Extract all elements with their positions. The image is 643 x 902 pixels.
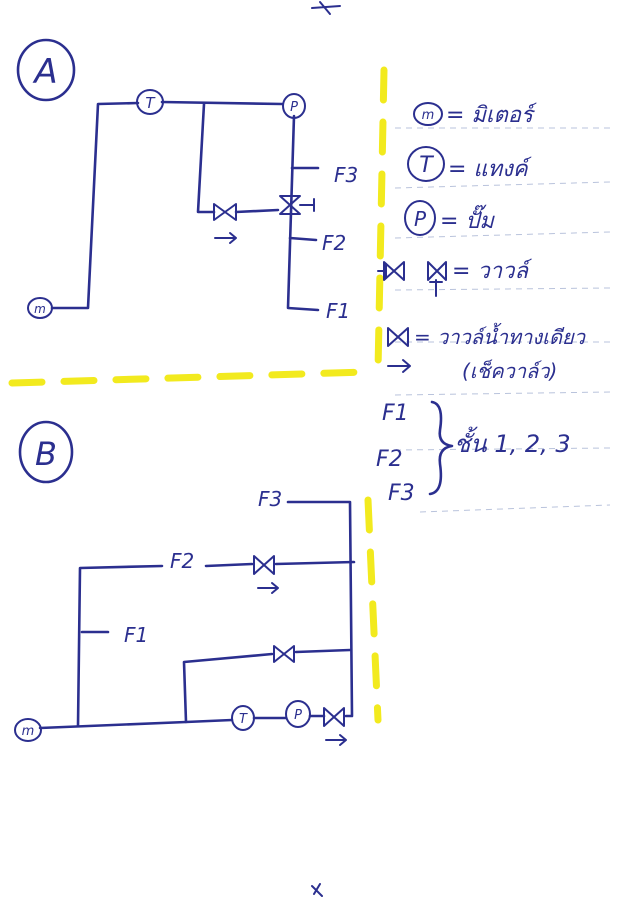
legend-pump-text: = ปั๊ม [440,204,495,234]
highlighter-divider [8,66,388,724]
legend-check-valve-text-2: (เช็ควาล์ว) [462,359,557,383]
legend-valve-text: = วาวล์ [452,258,533,284]
section-a-circle [16,38,76,102]
pipe-b-loop [182,652,274,724]
legend-check-valve-icon [387,327,411,373]
section-a-label: A [32,52,57,92]
stray-mark-bottom [311,883,323,897]
check-valve-a [213,203,237,244]
tank-a [136,89,164,115]
motor-b [14,718,42,742]
motor-b-symbol: m [22,724,35,739]
legend-tank-symbol-circle [407,146,445,182]
motor-a [27,297,53,319]
pipe-a-bypass [196,102,216,214]
pipe-b-branch-f1-f2 [76,564,164,728]
legend-pump-symbol: P [414,207,427,231]
pipe-b-f2-left [204,562,254,568]
motor-a-symbol: m [34,302,46,316]
legend-motor-text: = มิเตอร์ [446,102,538,128]
legend-floor-2: F2 [376,447,403,472]
legend: m = มิเตอร์ T = แทงค์ P = ปั๊ม = วาวล์ =… [376,102,587,506]
stray-mark-top [311,1,341,15]
legend-floor-1: F1 [382,401,409,426]
pump-a [282,93,306,119]
pipe-b-riser [286,500,354,718]
notebook-rules [394,127,611,513]
diagram-a: A m T P F3 F2 F1 [16,38,358,323]
tank-b-symbol: T [239,712,248,727]
legend-check-valve-text-1: = วาวล์น้ำทางเดียว [414,322,587,349]
tank-a-symbol: T [145,94,156,112]
legend-tank-symbol: T [419,153,434,178]
section-b-label: B [35,435,57,473]
legend-pump-symbol-circle [404,200,436,236]
legend-motor-symbol-circle [413,102,443,126]
legend-floor-text: ชั้น 1, 2, 3 [454,426,571,458]
pipe-a-bypass-return [234,208,280,214]
pump-b-symbol: P [294,708,302,723]
outlet-a-f3: F3 [334,163,358,187]
pump-a-symbol: P [290,100,298,115]
outlet-b-f2: F2 [170,549,194,573]
pump-b [285,700,311,728]
outlet-b-f3: F3 [258,487,282,511]
legend-motor-symbol: m [422,108,435,123]
legend-floor-brace [428,400,454,496]
pipe-b-loop-right [294,648,352,654]
pipe-a-tank-to-pump [160,100,284,106]
pipe-b-main [38,718,234,730]
pipe-a-branch-f2 [288,236,318,242]
legend-floor-3: F3 [388,481,415,506]
pipe-a-motor-to-tank [50,101,140,310]
check-valve-b-f2 [253,555,279,594]
legend-valve-icon [377,261,447,297]
pipe-b-f2-right [274,560,356,566]
pipe-a-riser [286,114,320,312]
check-valve-b-pump [323,707,347,746]
diagram-b: B m T P F3 F2 [14,420,356,746]
outlet-b-f1: F1 [124,623,148,647]
gate-valve-a [279,195,315,215]
outlet-a-f1: F1 [326,299,350,323]
check-valve-b-loop [273,645,295,663]
legend-tank-text: = แทงค์ [448,156,533,182]
tank-b [231,705,255,731]
outlet-a-f2: F2 [322,231,346,255]
section-b-circle [18,420,74,484]
